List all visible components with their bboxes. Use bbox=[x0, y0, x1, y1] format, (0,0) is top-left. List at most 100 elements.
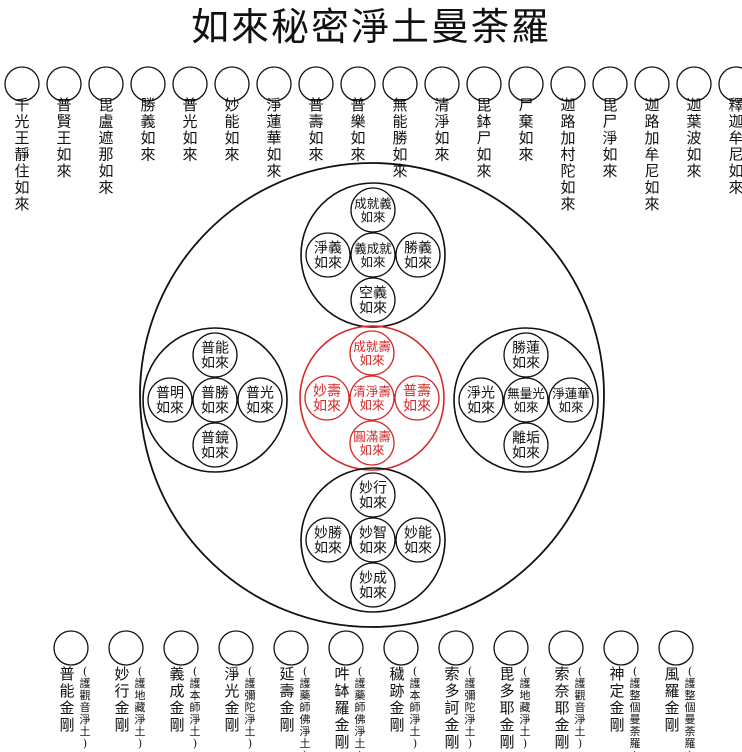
cluster-bottom-right-circle bbox=[395, 517, 441, 563]
top-row-circle bbox=[298, 66, 334, 102]
cluster-bottom-top-circle bbox=[350, 472, 396, 518]
top-row-circle bbox=[214, 66, 250, 102]
cluster-left-ring bbox=[142, 327, 288, 473]
bottom-row-note: (護彌陀淨土) bbox=[465, 665, 476, 750]
cluster-bottom-top-label: 妙行如來 bbox=[359, 480, 387, 511]
cluster-left-center-circle bbox=[192, 377, 238, 423]
cluster-right-right-circle bbox=[548, 377, 594, 423]
top-row-label: 迦葉波如來 bbox=[686, 96, 701, 180]
bottom-row-label: 淨光金剛 bbox=[224, 665, 239, 734]
cluster-left-right-label: 普光如來 bbox=[246, 385, 274, 416]
cluster-right-center-label: 無量光如來 bbox=[507, 386, 545, 415]
bottom-row-label: 穢跡金剛 bbox=[389, 665, 404, 734]
bottom-row-label: 神定金剛 bbox=[609, 665, 624, 734]
bottom-row-note: (護藥師佛淨土) bbox=[300, 665, 311, 752]
cluster-bottom-ring bbox=[300, 467, 446, 613]
cluster-center-bottom-label: 圓滿壽如來 bbox=[353, 429, 391, 458]
bottom-row-note: (護整個曼荼羅) bbox=[685, 665, 696, 752]
cluster-bottom-right-label: 妙能如來 bbox=[404, 525, 432, 556]
top-row-label: 勝義如來 bbox=[140, 96, 155, 164]
cluster-left-left-circle bbox=[147, 377, 193, 423]
bottom-row-note: (護整個曼荼羅) bbox=[630, 665, 641, 752]
bottom-row-note: (護地藏淨土) bbox=[135, 665, 146, 750]
cluster-bottom-bottom-circle bbox=[350, 562, 396, 608]
bottom-row-label: 風羅金剛 bbox=[664, 665, 679, 734]
top-row-label: 普樂如來 bbox=[350, 96, 365, 164]
top-row-circle bbox=[634, 66, 670, 102]
top-row-circle bbox=[172, 66, 208, 102]
cluster-center-top-circle bbox=[349, 330, 395, 376]
bottom-row-circle bbox=[658, 630, 694, 666]
cluster-bottom-bottom-label: 妙成如來 bbox=[359, 570, 387, 601]
cluster-left-center-label: 普勝如來 bbox=[201, 385, 229, 416]
cluster-right-top-label: 勝蓮如來 bbox=[512, 340, 540, 371]
bottom-row-note: (護觀音淨土) bbox=[575, 665, 586, 750]
cluster-center-center-label: 清淨壽如來 bbox=[353, 384, 391, 413]
cluster-center-bottom-circle bbox=[349, 420, 395, 466]
cluster-right-right-label: 淨蓮華如來 bbox=[552, 386, 590, 415]
cluster-left-bottom-label: 普鏡如來 bbox=[201, 430, 229, 461]
cluster-left-top-circle bbox=[192, 332, 238, 378]
top-row-label: 毘尸淨如來 bbox=[602, 96, 617, 180]
cluster-left-bottom-circle bbox=[192, 422, 238, 468]
bottom-row-circle bbox=[53, 630, 89, 666]
bottom-row-note: (護本師淨土) bbox=[190, 665, 201, 750]
cluster-top-bottom-label: 空義如來 bbox=[359, 284, 387, 316]
top-row-label: 淨蓮華如來 bbox=[266, 96, 281, 180]
top-row-circle bbox=[382, 66, 418, 102]
bottom-row-note: (護彌陀淨土) bbox=[245, 665, 256, 750]
cluster-top-top-circle bbox=[350, 187, 396, 233]
top-row-circle bbox=[676, 66, 712, 102]
top-row-label: 尸棄如來 bbox=[518, 96, 533, 164]
bottom-row-circle bbox=[383, 630, 419, 666]
cluster-top-right-circle bbox=[395, 232, 441, 278]
top-row-circle bbox=[466, 66, 502, 102]
top-row-label: 毘盧遮那如來 bbox=[98, 96, 113, 197]
top-row-label: 釋迦牟尼如來 bbox=[728, 96, 742, 197]
cluster-bottom-center-circle bbox=[350, 517, 396, 563]
top-row-circle bbox=[508, 66, 544, 102]
cluster-top-ring bbox=[300, 182, 446, 328]
cluster-left-left-label: 普明如來 bbox=[156, 385, 184, 416]
top-row-label: 清淨如來 bbox=[434, 96, 449, 164]
cluster-right-left-circle bbox=[458, 377, 504, 423]
bottom-row-label: 普能金剛 bbox=[59, 665, 74, 734]
cluster-center-left-label: 妙壽如來 bbox=[313, 383, 341, 414]
bottom-row-note: (護本師淨土) bbox=[410, 665, 421, 750]
top-row-label: 迦路加村陀如來 bbox=[560, 96, 575, 213]
top-row-label: 無能勝如來 bbox=[392, 96, 407, 180]
cluster-center-right-label: 普壽如來 bbox=[403, 383, 431, 414]
cluster-top-right-label: 勝義如來 bbox=[404, 239, 432, 271]
bottom-row-circle bbox=[273, 630, 309, 666]
cluster-center-left-circle bbox=[304, 375, 350, 421]
top-row-circle bbox=[130, 66, 166, 102]
top-row-circle bbox=[424, 66, 460, 102]
cluster-top-top-label: 成就義如來 bbox=[354, 196, 392, 225]
top-row-circle bbox=[4, 66, 40, 102]
bottom-row-label: 索多訶金剛 bbox=[444, 665, 459, 751]
bottom-row-note: (護觀音淨土) bbox=[80, 665, 91, 750]
top-row-label: 妙能如來 bbox=[224, 96, 239, 164]
cluster-top-left-circle bbox=[305, 232, 351, 278]
top-row-circle bbox=[256, 66, 292, 102]
bottom-row-circle bbox=[493, 630, 529, 666]
outer-circle bbox=[139, 162, 605, 628]
top-row-circle bbox=[592, 66, 628, 102]
cluster-top-center-circle bbox=[350, 232, 396, 278]
cluster-right-bottom-label: 離垢如來 bbox=[512, 429, 540, 461]
cluster-center-ring bbox=[299, 325, 445, 471]
cluster-right-bottom-circle bbox=[503, 422, 549, 468]
cluster-right-top-circle bbox=[503, 332, 549, 378]
cluster-left-right-circle bbox=[237, 377, 283, 423]
top-row-label: 毘鉢尸如來 bbox=[476, 96, 491, 180]
cluster-top-bottom-circle bbox=[350, 277, 396, 323]
top-row-circle bbox=[550, 66, 586, 102]
bottom-row-circle bbox=[548, 630, 584, 666]
top-row-label: 迦路加牟尼如來 bbox=[644, 96, 659, 213]
bottom-row-circle bbox=[218, 630, 254, 666]
cluster-right-ring bbox=[453, 327, 599, 473]
bottom-row-circle bbox=[108, 630, 144, 666]
top-row-label: 普光如來 bbox=[182, 96, 197, 164]
cluster-top-left-label: 淨義如來 bbox=[314, 239, 342, 271]
bottom-row-circle bbox=[163, 630, 199, 666]
